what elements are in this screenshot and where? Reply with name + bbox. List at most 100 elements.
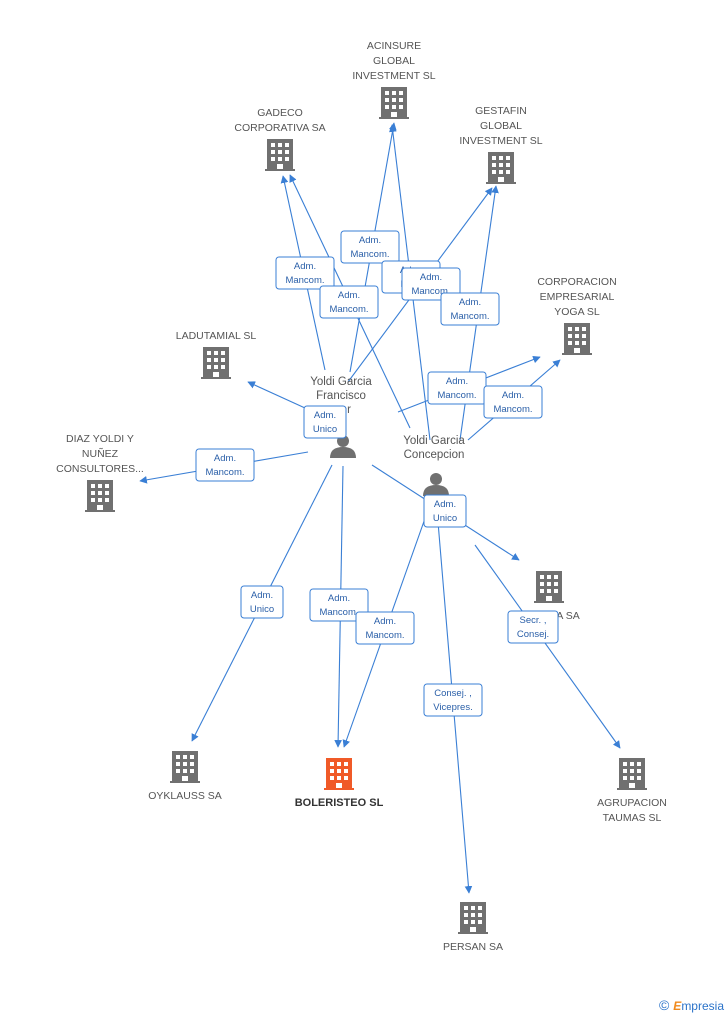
company-ladutamial[interactable]: LADUTAMIAL SL — [176, 330, 257, 379]
person-label: Francisco — [316, 390, 366, 402]
role-text: Unico — [433, 513, 457, 524]
role-box — [309, 588, 369, 622]
company-gadeco[interactable]: GADECO CORPORATIVA SA — [234, 107, 326, 171]
role-text: Mancom. — [319, 607, 358, 618]
nodes-layer: ACINSURE GLOBAL INVESTMENT SL GADECO CORPORA… — [56, 40, 667, 953]
company-boleristeo[interactable]: BOLERISTEO SL — [295, 758, 384, 809]
company-corporacion-yoga[interactable]: CORPORACION EMPRESARIAL YOGA SL — [537, 276, 617, 355]
role-badge-r3[interactable]: Adm. Mancom. — [319, 285, 379, 319]
person-icon — [423, 473, 449, 496]
role-badge-r16[interactable]: Consej. , Vicepres. — [423, 683, 483, 717]
copyright-icon: © — [658, 997, 670, 1013]
building-icon — [201, 347, 231, 379]
role-text: Mancom. — [329, 304, 368, 315]
role-box — [195, 448, 255, 482]
role-text: Adm. — [359, 235, 381, 246]
role-text: Adm. — [502, 390, 524, 401]
role-text: Adm. — [420, 272, 442, 283]
company-acinsure[interactable]: ACINSURE GLOBAL INVESTMENT SL — [352, 40, 436, 119]
company-label: LADUTAMIAL SL — [176, 330, 257, 342]
company-label: DIAZ YOLDI Y — [66, 433, 134, 445]
company-label: CORPORACION — [537, 276, 616, 288]
role-badge-r8[interactable]: Adm. Mancom. — [483, 385, 543, 419]
company-label: GLOBAL — [373, 55, 415, 67]
company-gestafin[interactable]: GESTAFIN GLOBAL INVESTMENT SL — [459, 105, 543, 184]
building-icon — [486, 152, 516, 184]
building-icon — [562, 323, 592, 355]
role-text: Adm. — [314, 410, 336, 421]
role-text: Mancom. — [493, 404, 532, 415]
role-box — [401, 267, 461, 301]
company-diaz-yoldi[interactable]: DIAZ YOLDI Y NUÑEZ CONSULTORES... — [56, 433, 144, 512]
role-badge-r6[interactable]: Adm.Mancom. — [440, 292, 500, 326]
role-text: Adm. — [214, 453, 236, 464]
role-text: Consej. , — [434, 688, 472, 699]
building-icon — [379, 87, 409, 119]
role-box — [319, 285, 379, 319]
company-label: PERSAN SA — [443, 941, 503, 953]
role-text: Adm. — [434, 499, 456, 510]
role-box — [440, 292, 500, 326]
brand-e: E — [673, 999, 682, 1013]
role-text: Mancom. — [450, 311, 489, 322]
role-text: Mancom. — [411, 286, 450, 297]
brand-watermark: ©Empresia — [659, 997, 724, 1013]
company-label: OYKLAUSS SA — [148, 790, 222, 802]
role-text: Adm. — [294, 261, 316, 272]
building-icon — [458, 902, 488, 934]
company-oyklauss[interactable]: OYKLAUSS SA — [148, 751, 222, 802]
role-badge-r5[interactable]: Adm. Mancom. — [401, 267, 461, 301]
company-label: CONSULTORES... — [56, 463, 144, 475]
company-label: GESTAFIN — [475, 105, 527, 117]
role-badge-r9[interactable]: Adm.Unico — [303, 405, 347, 439]
role-text: Adm. — [338, 290, 360, 301]
person-label: Yoldi Garcia — [403, 435, 465, 447]
company-persan[interactable]: PERSAN SA — [443, 902, 503, 953]
role-box — [483, 385, 543, 419]
company-label: NUÑEZ — [82, 447, 119, 460]
role-box — [340, 230, 400, 264]
roles-layer: Adm.Mancom.Adm.Mancom.Adm.Mancom.Adm.Ma.… — [195, 230, 559, 717]
role-badge-r12[interactable]: Adm.Unico — [240, 585, 284, 619]
role-box — [507, 610, 559, 644]
company-label: CORPORATIVA SA — [234, 122, 325, 134]
company-label: EMPRESARIAL — [540, 291, 615, 303]
role-box — [275, 256, 335, 290]
company-label: YOGA SL — [554, 306, 600, 318]
role-badge-r14[interactable]: Adm.Mancom. — [355, 611, 415, 645]
role-text: Secr. , — [520, 615, 547, 626]
role-box — [423, 683, 483, 717]
person-label: Yoldi Garcia — [310, 376, 372, 388]
building-icon — [265, 139, 295, 171]
company-label: BOLERISTEO SL — [295, 797, 384, 809]
role-box — [355, 611, 415, 645]
role-badge-r10[interactable]: Adm. Mancom. — [195, 448, 255, 482]
role-text: Mancom. — [350, 249, 389, 260]
company-label: INVESTMENT SL — [352, 70, 435, 82]
role-badge-r11[interactable]: Adm. Unico — [423, 494, 467, 528]
role-box — [423, 494, 467, 528]
role-badge-r7[interactable]: Adm.Mancom. — [427, 371, 487, 405]
building-icon — [170, 751, 200, 783]
role-badge-r1[interactable]: Adm. Mancom. — [340, 230, 400, 264]
role-badge-r15[interactable]: Secr. ,Consej. — [507, 610, 559, 644]
role-text: Adm. — [446, 376, 468, 387]
role-text: Mancom. — [205, 467, 244, 478]
company-label: GLOBAL — [480, 120, 522, 132]
company-label: ACINSURE — [367, 40, 421, 52]
role-badge-r2[interactable]: Adm.Mancom. — [275, 256, 335, 290]
building-icon — [85, 480, 115, 512]
role-text: Adm. — [374, 616, 396, 627]
building-icon — [617, 758, 647, 790]
role-text: Vicepres. — [433, 702, 472, 713]
company-label: INVESTMENT SL — [459, 135, 542, 147]
company-label: GADECO — [257, 107, 303, 119]
role-badge-r13[interactable]: Adm. Mancom. — [309, 588, 369, 622]
role-text: Adm. — [328, 593, 350, 604]
building-icon — [324, 758, 354, 790]
role-box — [303, 405, 347, 439]
brand-name: mpresia — [681, 999, 724, 1013]
